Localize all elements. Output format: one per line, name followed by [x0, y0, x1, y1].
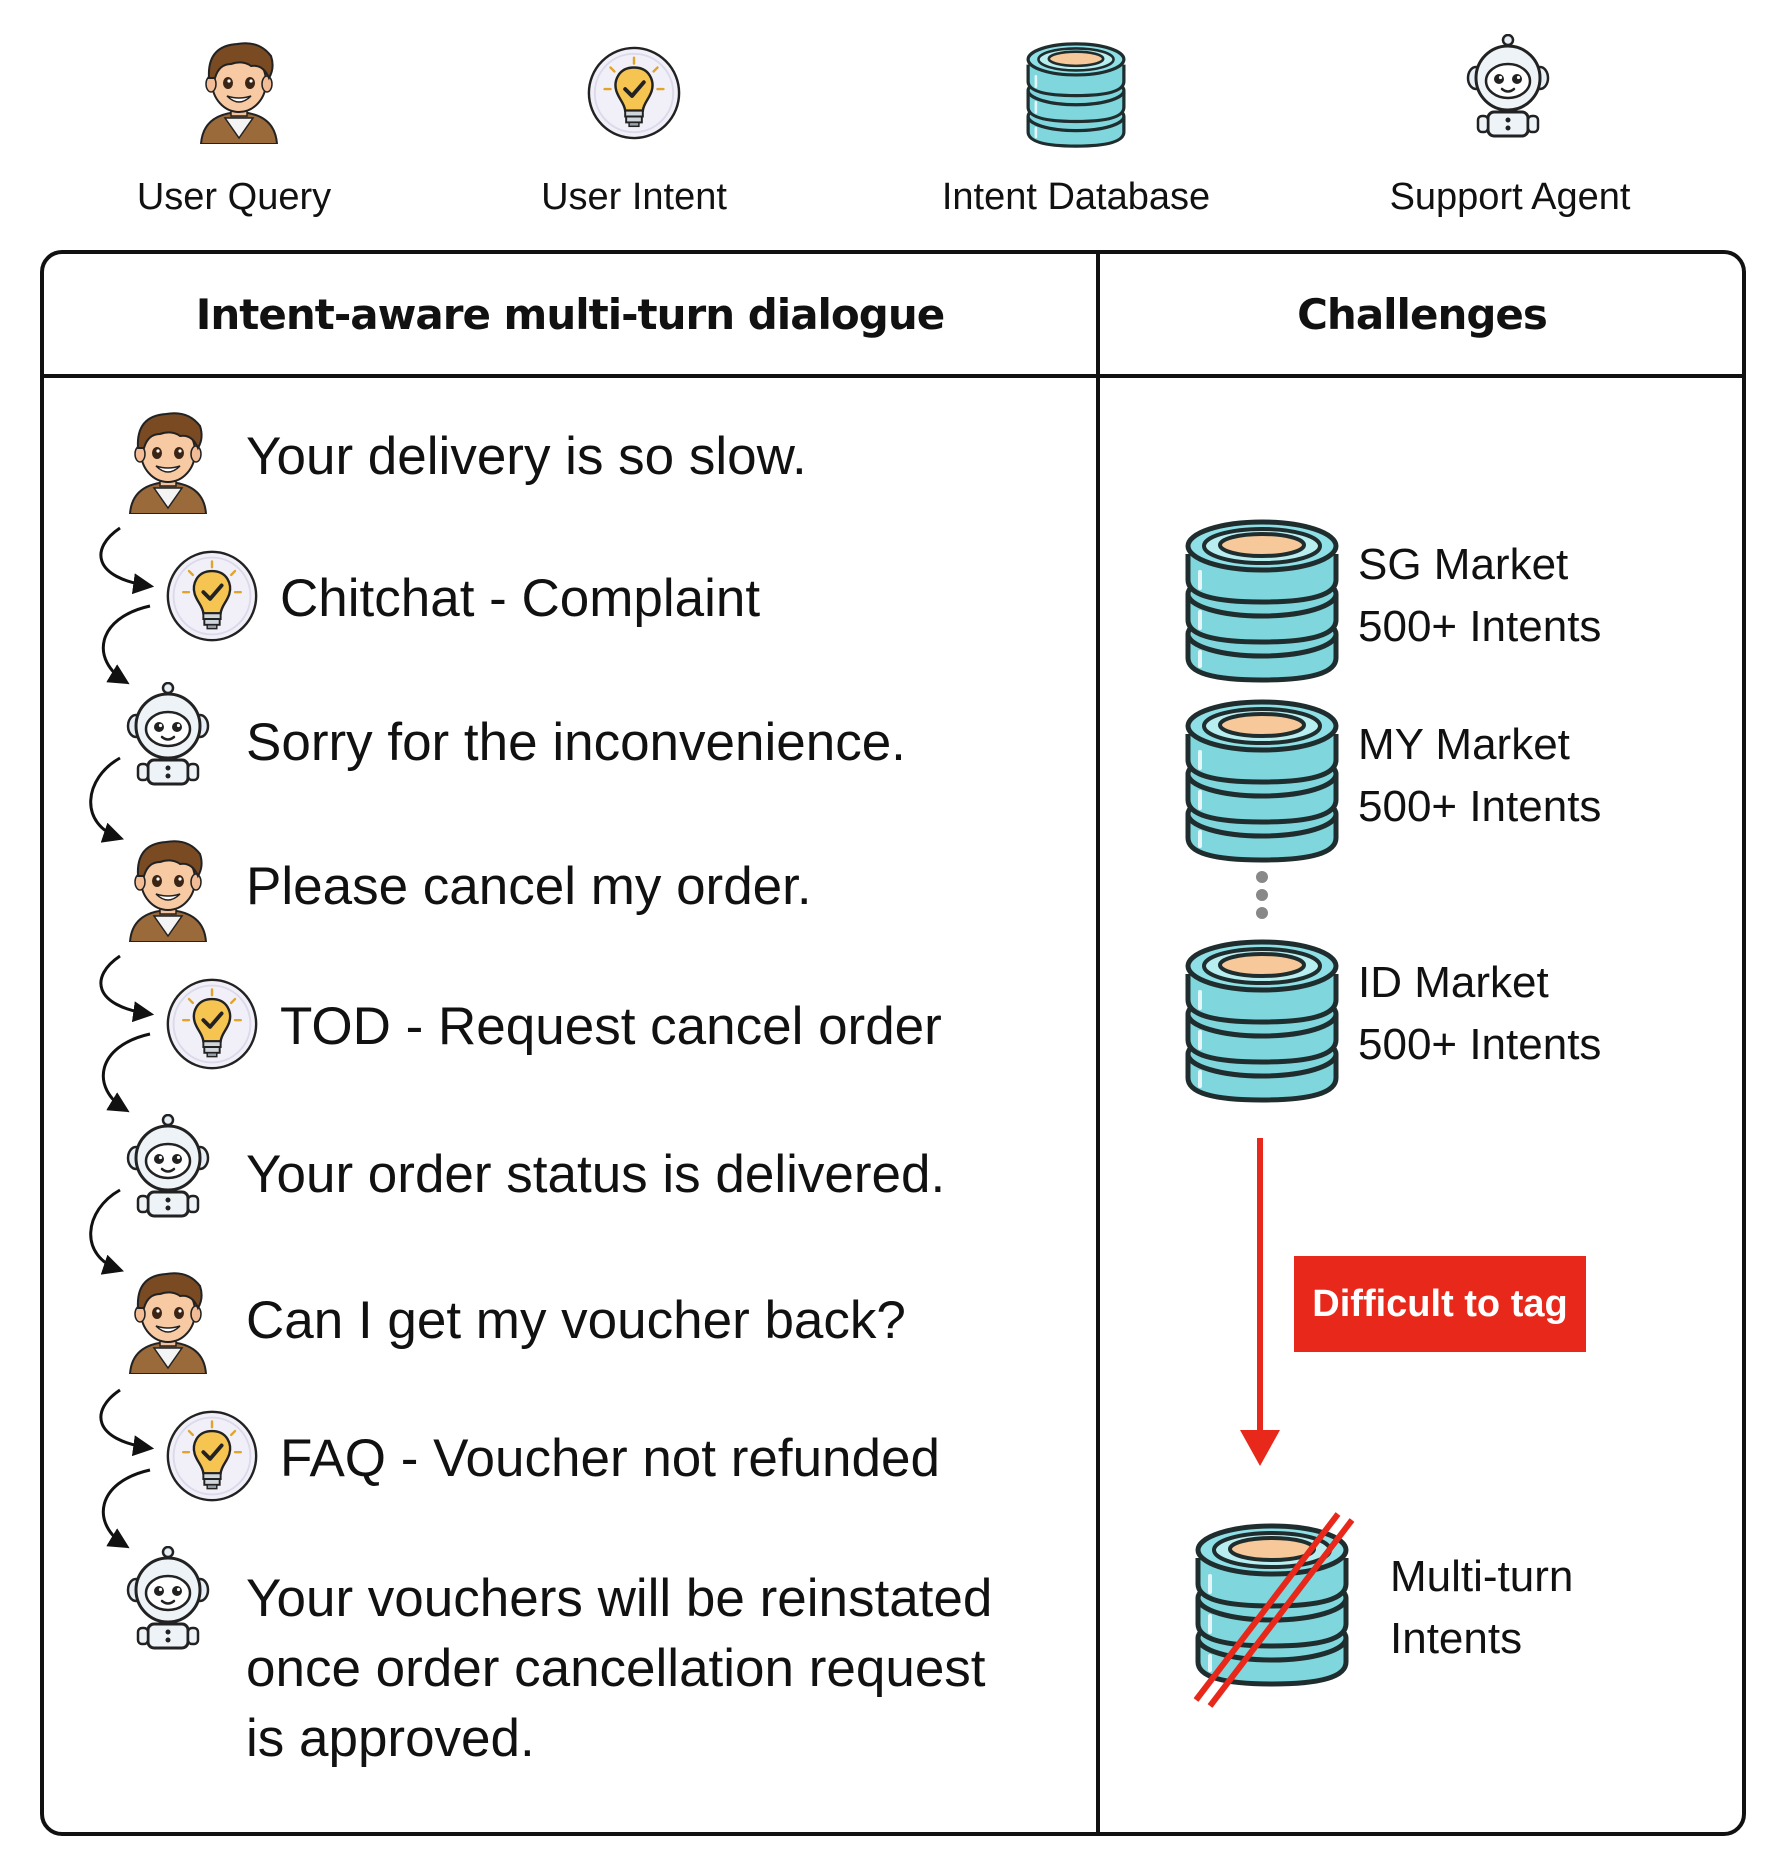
difficult-to-tag-badge: Difficult to tag	[1294, 1256, 1586, 1352]
column-divider	[1096, 252, 1100, 1834]
robot-agent-icon	[118, 682, 218, 792]
market-sg-count: 500+ Intents	[1358, 602, 1602, 651]
header-divider	[42, 374, 1744, 378]
legend-label-support-agent: Support Agent	[1389, 176, 1631, 218]
database-icon	[1182, 696, 1342, 866]
user-avatar-icon	[118, 832, 218, 942]
user-avatar-icon	[118, 1264, 218, 1374]
red-down-arrow	[1240, 1138, 1280, 1466]
database-icon	[1182, 936, 1342, 1106]
robot-agent-icon	[118, 1114, 218, 1224]
dialogue-turn-user-5: Can I get my voucher back?	[246, 1291, 906, 1350]
market-sg-name: SG Market	[1358, 540, 1569, 589]
database-icon	[1182, 516, 1342, 686]
diagram-frame	[40, 250, 1746, 1836]
dialogue-intent-3: FAQ - Voucher not refunded	[280, 1429, 940, 1488]
lightbulb-check-icon	[164, 1408, 260, 1504]
header-dialogue: Intent-aware multi-turn dialogue	[195, 290, 946, 339]
dialogue-turn-agent-2: Sorry for the inconvenience.	[246, 713, 906, 772]
dialogue-turn-agent-4: Your order status is delivered.	[246, 1145, 946, 1204]
market-id-name: ID Market	[1358, 958, 1549, 1007]
lightbulb-check-icon	[164, 976, 260, 1072]
user-avatar-icon	[118, 404, 218, 514]
market-my-name: MY Market	[1358, 720, 1570, 769]
dialogue-turn-agent-6-line3: is approved.	[246, 1709, 535, 1768]
ellipsis-dots	[1256, 871, 1268, 919]
dialogue-intent-1: Chitchat - Complaint	[280, 569, 761, 628]
dialogue-intent-2: TOD - Request cancel order	[280, 997, 942, 1056]
legend-label-intent-database: Intent Database	[941, 176, 1211, 218]
market-my-count: 500+ Intents	[1358, 782, 1602, 831]
multi-turn-label-line1: Multi-turn	[1390, 1552, 1574, 1601]
lightbulb-check-icon	[164, 548, 260, 644]
dialogue-turn-user-3: Please cancel my order.	[246, 857, 812, 916]
legend-label-user-query: User Query	[136, 176, 332, 218]
market-id-count: 500+ Intents	[1358, 1020, 1602, 1069]
robot-agent-icon	[118, 1546, 218, 1656]
dialogue-turn-user-1: Your delivery is so slow.	[246, 427, 807, 486]
header-challenges: Challenges	[1297, 290, 1548, 339]
legend-label-user-intent: User Intent	[541, 176, 727, 218]
dialogue-turn-agent-6-line1: Your vouchers will be reinstated	[246, 1569, 993, 1628]
dialogue-turn-agent-6-line2: once order cancellation request	[246, 1639, 986, 1698]
strike-through-lines	[1193, 1512, 1355, 1708]
multi-turn-label-line2: Intents	[1390, 1614, 1523, 1663]
